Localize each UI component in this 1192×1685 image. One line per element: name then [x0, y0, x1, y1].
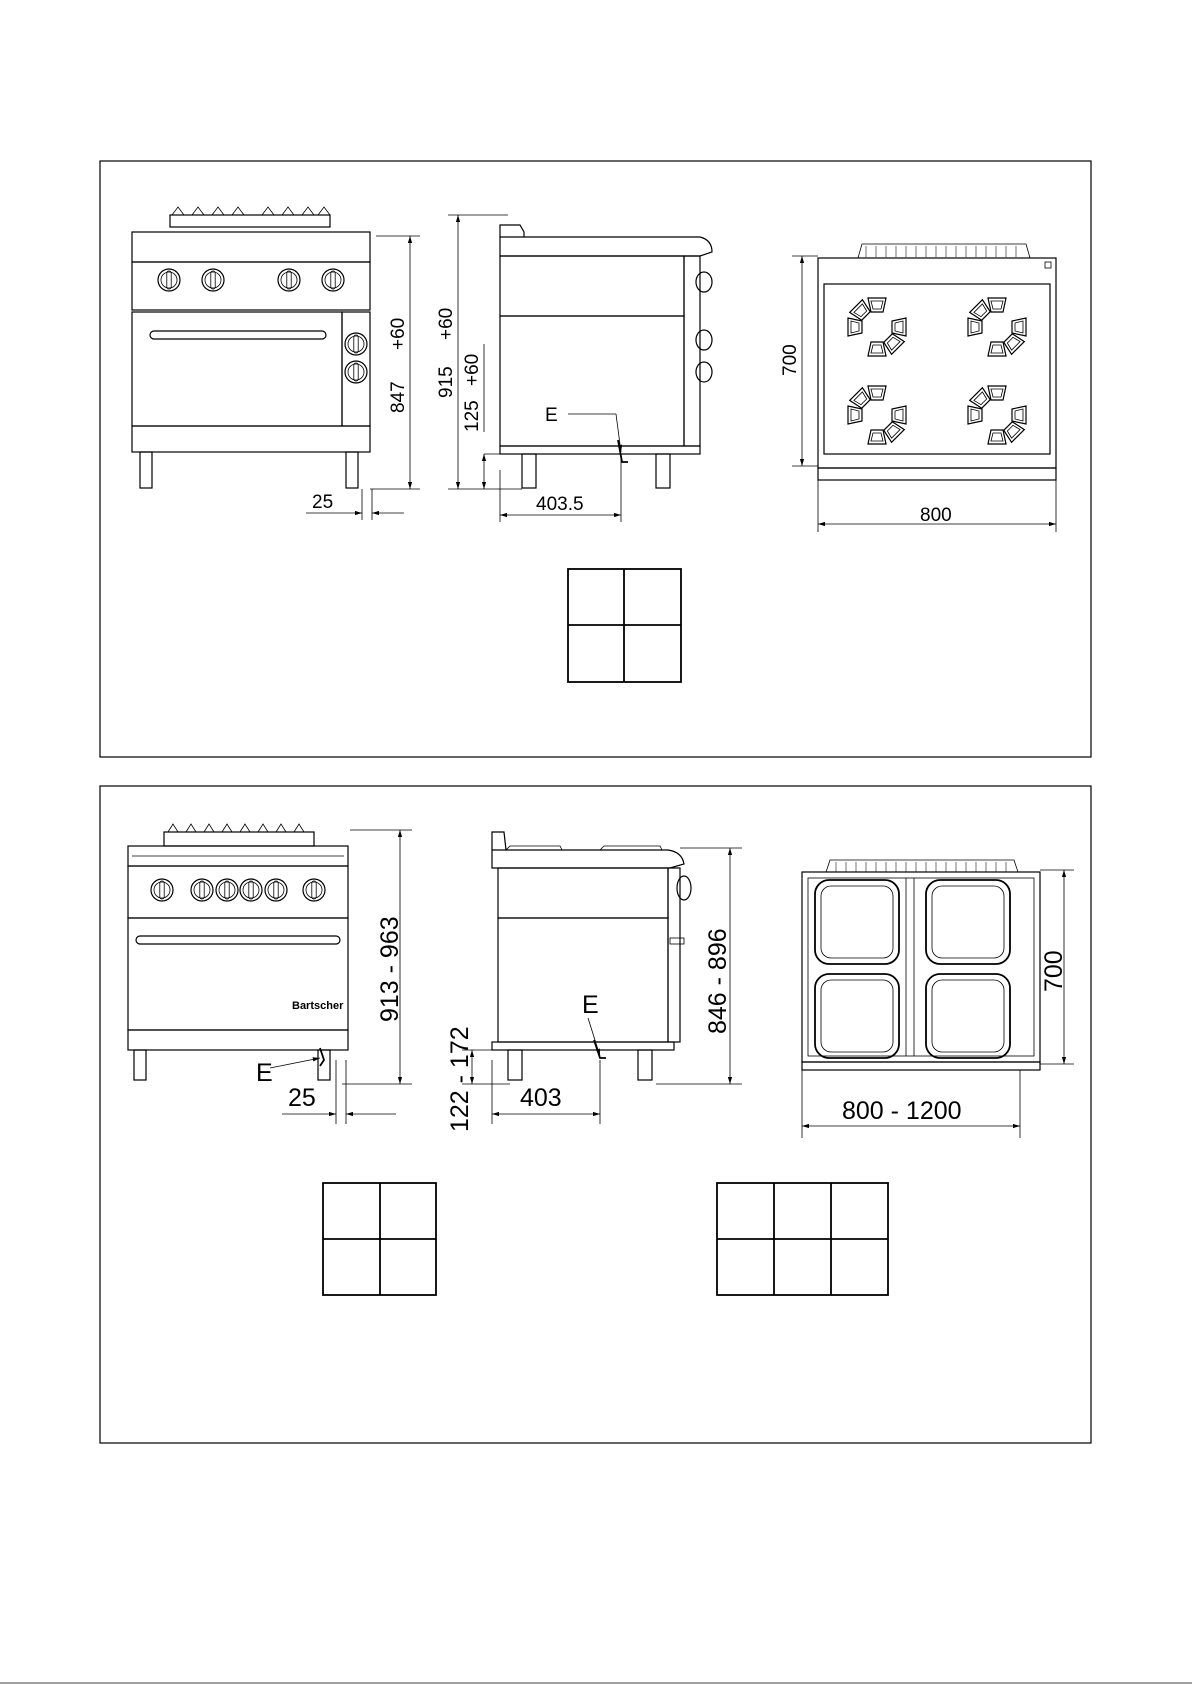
- dim-height-range: 846 - 896: [704, 928, 732, 1034]
- dim-depth: 700: [780, 344, 801, 376]
- oven-handle-icon: [150, 331, 326, 339]
- control-knob-icon: [278, 269, 300, 291]
- dim-width-offset: 25: [312, 492, 333, 513]
- control-knob-icon: [216, 879, 238, 901]
- dim-height-adjust: +60: [388, 318, 409, 350]
- control-knob-icon: [696, 330, 712, 350]
- control-knob-icon: [191, 879, 213, 901]
- gas-burner-icon: [848, 298, 906, 356]
- top-front-dimensions: 847 +60 25: [306, 236, 420, 520]
- gas-burner-icon: [968, 298, 1026, 356]
- control-knob-icon: [303, 879, 325, 901]
- dim-height-range: 913 - 963: [376, 916, 404, 1022]
- oven-handle-icon: [136, 936, 340, 944]
- top-top-dimensions: 700 800: [780, 256, 1056, 532]
- hotplate-icon: [815, 974, 899, 1058]
- control-knob-icon: [345, 333, 367, 355]
- dim-total-adjust: +60: [436, 308, 457, 340]
- connection-label: E: [256, 1059, 273, 1087]
- top-side-view: E: [500, 225, 712, 488]
- dim-leg-adjust: +60: [462, 354, 483, 386]
- hotplate-icon: [815, 880, 899, 964]
- top-top-view: [818, 244, 1056, 480]
- control-knob-icon: [240, 879, 262, 901]
- control-knob-icon: [677, 876, 691, 900]
- top-front-view: [132, 207, 370, 488]
- panel-bottom: Bartscher E 913 - 963 25: [100, 786, 1091, 1443]
- dim-width-offset: 25: [288, 1084, 316, 1112]
- dim-connection-offset: 403: [520, 1084, 562, 1112]
- control-knob-icon: [345, 361, 367, 383]
- hotplate-icon: [926, 880, 1010, 964]
- dim-width: 800: [920, 505, 952, 526]
- top-layout-grid: [568, 569, 681, 682]
- control-knob-icon: [696, 272, 712, 292]
- dim-leg-height: 125: [462, 400, 483, 432]
- bottom-top-dimensions: 700 800 - 1200: [802, 870, 1074, 1138]
- bottom-front-dimensions: 913 - 963 25: [282, 830, 412, 1124]
- control-knob-icon: [322, 269, 344, 291]
- panel-top-frame: [100, 161, 1091, 757]
- control-knob-icon: [265, 879, 287, 901]
- top-side-dimensions: 915 +60 125 +60 403.5: [436, 215, 621, 522]
- control-knob-icon: [158, 269, 180, 291]
- connection-label: E: [582, 991, 599, 1019]
- connection-label: E: [545, 405, 558, 426]
- bottom-side-view: E: [492, 832, 691, 1080]
- bottom-top-view: [802, 860, 1040, 1070]
- gas-burner-icon: [848, 386, 906, 444]
- hotplate-icon: [926, 974, 1010, 1058]
- bottom-side-dimensions: 846 - 896 122 - 172 403: [446, 848, 742, 1132]
- bottom-layout-grid-2x2: [323, 1183, 436, 1295]
- control-knob-icon: [696, 362, 712, 382]
- panel-top: 847 +60 25 E: [100, 161, 1091, 757]
- control-knob-icon: [202, 269, 224, 291]
- bottom-front-view: Bartscher E: [128, 824, 348, 1087]
- dim-depth: 700: [1040, 950, 1068, 992]
- gas-burner-icon: [968, 386, 1026, 444]
- dim-total-height: 915: [436, 366, 457, 398]
- control-knob-icon: [151, 879, 173, 901]
- dim-height: 847: [388, 381, 409, 413]
- brand-mark: Bartscher: [292, 1000, 344, 1012]
- dim-leg-range: 122 - 172: [446, 1026, 474, 1132]
- dim-width-range: 800 - 1200: [842, 1097, 962, 1125]
- dim-connection-offset: 403.5: [536, 494, 584, 515]
- bottom-layout-grid-2x3: [717, 1183, 888, 1295]
